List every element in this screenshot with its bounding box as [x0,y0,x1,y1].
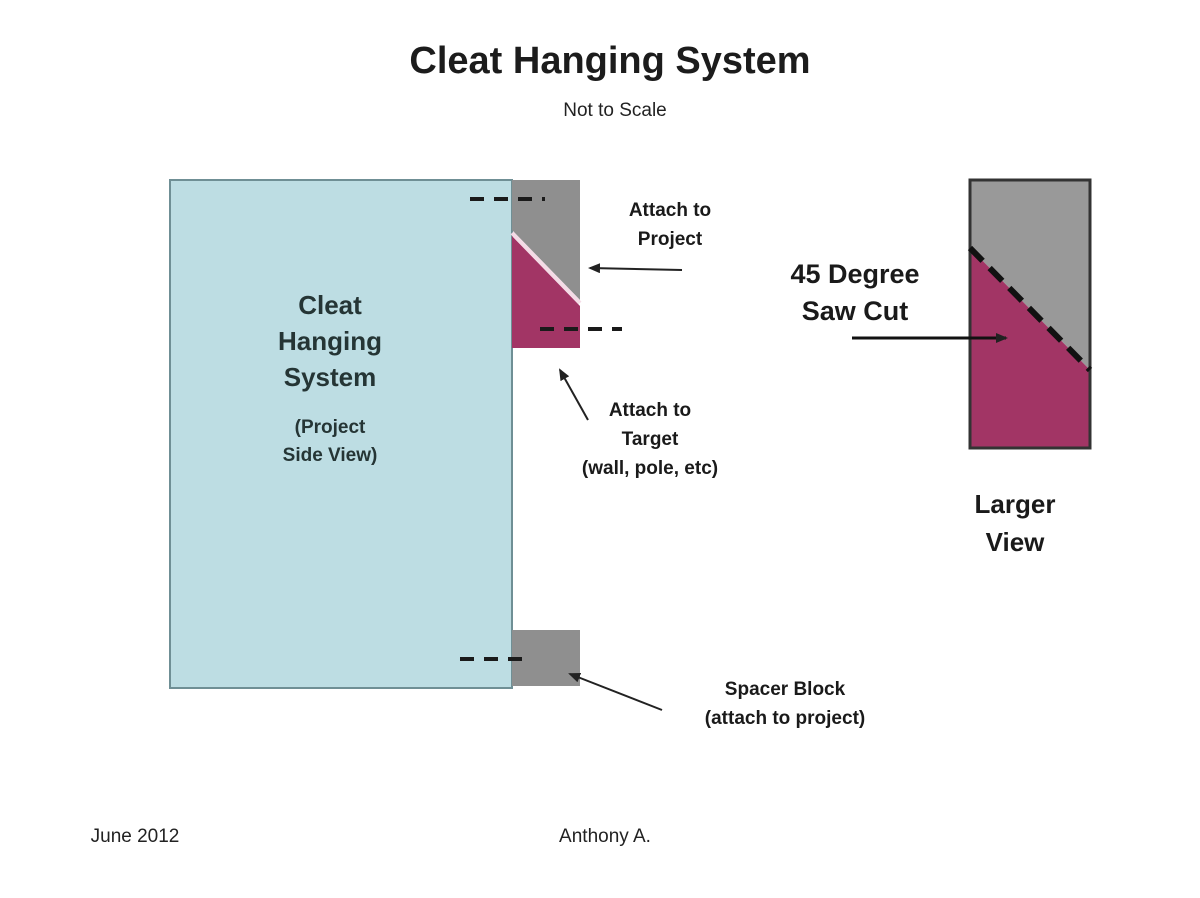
footer-author: Anthony A. [559,826,651,847]
project-panel [169,179,513,689]
callout-line: (wall, pole, etc) [581,458,719,479]
callout-line: Spacer Block [724,679,846,700]
callout-saw-cut: 45 Degree Saw Cut [745,256,965,330]
project-panel-label-line: Hanging [278,326,382,356]
arrow-attach-project [588,263,683,274]
callout-line: Larger [974,489,1056,519]
callout-line: 45 Degree [790,259,920,289]
callout-line: Attach to [608,400,692,421]
callout-line: Saw Cut [801,296,909,326]
arrow-spacer-block [568,672,663,711]
callout-attach-target: Attach to Target (wall, pole, etc) [540,396,760,483]
callout-line: View [985,527,1045,557]
cut-line [510,231,582,305]
page-title: Cleat Hanging System [409,40,811,82]
larger-view-outline [968,178,1092,450]
project-panel-sublabel-line: Side View) [282,445,378,466]
spacer-block [512,630,580,686]
project-cleat-gray [512,180,580,300]
project-panel-label-line: System [283,362,377,392]
callout-larger-view: Larger View [920,485,1110,561]
larger-view-cut-line [967,245,1093,373]
project-panel-label: Cleat Hanging System [210,287,450,395]
larger-view-magenta [970,248,1090,448]
project-panel-label-line: Cleat [298,290,362,320]
callout-line: Target [621,429,679,450]
project-panel-sublabel-line: (Project [294,417,366,438]
callout-line: Project [637,229,703,250]
target-cleat-magenta [512,236,580,348]
callout-line: (attach to project) [704,708,866,729]
project-panel-sublabel: (Project Side View) [210,414,450,470]
callout-line: Attach to [628,200,712,221]
arrow-attach-target [559,368,589,421]
page-subtitle: Not to Scale [563,100,667,121]
callout-attach-project: Attach to Project [580,196,760,254]
footer-date: June 2012 [90,826,180,847]
larger-view-gray [970,180,1090,370]
callout-spacer-block: Spacer Block (attach to project) [660,675,910,733]
